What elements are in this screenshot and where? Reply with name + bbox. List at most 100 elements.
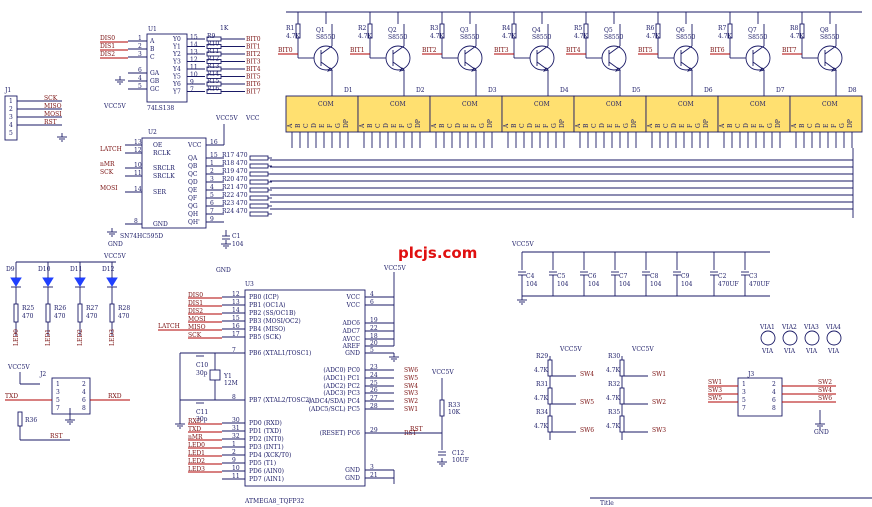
u2-pin-number: 3 (210, 176, 214, 183)
digit-com-label: COM (678, 101, 694, 108)
segment-pin-label: F (615, 124, 622, 128)
u3-right-net: SW3 (404, 390, 418, 397)
segment-pin-label: C (375, 123, 382, 128)
u3-right-net: SW6 (404, 367, 418, 374)
segment-pin-label: E (319, 124, 326, 128)
digit-ref: D5 (632, 87, 641, 94)
led-ref: D9 (6, 266, 15, 273)
segment-pin-label: G (479, 123, 486, 128)
segment-pin-label: D (743, 123, 750, 128)
segment-pin-label: F (399, 124, 406, 128)
u2-pin-number: 1 (210, 160, 214, 167)
key-resistor-val: 4.7K (534, 423, 549, 430)
cap-val: 104 (681, 281, 693, 288)
led-resistor-ref: R25 (22, 305, 34, 312)
u2-net: nMR (100, 161, 115, 168)
digit-box (573, 95, 647, 133)
u1-output-pin: Y1 (172, 44, 181, 51)
u2-pin-number: 9 (210, 216, 214, 223)
digit-ref: D3 (488, 87, 497, 94)
segment-pin-label: DP (703, 119, 710, 128)
segment-pin-label: B (295, 123, 302, 128)
segment-pin-label: F (471, 124, 478, 128)
u2-pin-number: 7 (210, 208, 214, 215)
u3-pin-number: 20 (370, 340, 378, 347)
u2-left-pin: RCLK (153, 150, 171, 157)
transistor-emitter (392, 45, 405, 55)
u1-input-pin: B (150, 46, 155, 53)
u2-pin-number: 15 (210, 152, 218, 159)
u1-output-net: BIT3 (246, 59, 261, 66)
transistor-body (529, 45, 555, 71)
u1-output-net: BIT4 (246, 66, 261, 73)
u2-right-pin: QH (188, 211, 198, 218)
reset-cap-val: 10UF (452, 457, 469, 464)
u1-output-pin: Y3 (172, 59, 181, 66)
digit-com-label: COM (750, 101, 766, 108)
reset-net: RST (410, 426, 423, 433)
crystal (209, 369, 221, 381)
segment-pin-label: C (807, 123, 814, 128)
u3-left-pin: PD2 (INT0) (249, 436, 284, 443)
c1-gnd: GND (216, 267, 231, 274)
cap-val: 104 (588, 281, 600, 288)
resistor (45, 303, 51, 323)
j1-net: RST (44, 119, 57, 126)
segment-pin-label: G (695, 123, 702, 128)
via-label: VIA (783, 348, 796, 355)
key-sw-net: SW3 (652, 427, 666, 434)
digit-box (357, 95, 431, 133)
u2-resistor (249, 171, 269, 177)
led-net: LED0 (13, 329, 20, 346)
u2-pin-number: 13 (134, 139, 142, 146)
cap-ref: C2 (718, 273, 727, 280)
j3-right-net: SW4 (818, 387, 832, 394)
u1-pin-number: 9 (190, 79, 194, 86)
transistor-body (673, 45, 699, 71)
crystal-val: 12M (224, 380, 238, 387)
reset-resistor-val: 10K (448, 409, 461, 416)
j3-pin: 7 (742, 405, 746, 412)
u3-left-pin: PB6 (XTAL1/TOSC1) (249, 350, 311, 357)
via-circle (782, 330, 798, 346)
segment-pin-label: F (687, 124, 694, 128)
transistor-body (601, 45, 627, 71)
transistor-model: S8550 (604, 34, 624, 41)
u1-resistor-ref: R9 (207, 33, 216, 40)
u1-body (146, 33, 188, 103)
u2-resistor-label: R21 470 (222, 184, 248, 191)
led-resistor-val: 470 (54, 313, 66, 320)
segment-pin-label: C (663, 123, 670, 128)
u1-resistor-ref: R12 (207, 56, 219, 63)
segment-pin-label: D (527, 123, 534, 128)
u3-left-net: MOSI (188, 316, 206, 323)
transistor-ref: Q3 (460, 27, 469, 34)
via-circle (760, 330, 776, 346)
u3-left-pin: PB0 (ICP) (249, 294, 279, 301)
u2-resistor-label: R19 470 (222, 168, 248, 175)
segment-pin-label: D (599, 123, 606, 128)
led-vcc: VCC5V (103, 253, 126, 260)
segment-pin-label: B (367, 123, 374, 128)
u1-resistor-ref: R16 (207, 86, 219, 93)
cap-val: 104 (650, 281, 662, 288)
segment-pin-label: F (831, 124, 838, 128)
u3-right-pin: (ADC0) PC0 (323, 367, 360, 374)
u3-pin-number: 32 (232, 433, 240, 440)
u3-right-net: SW1 (404, 406, 418, 413)
resistor (547, 359, 553, 377)
segment-pin-label: C (591, 123, 598, 128)
u2-ref: U2 (148, 129, 157, 136)
resistor-ref: R1 (286, 25, 294, 32)
bit-net-label: BIT6 (710, 47, 725, 54)
u3-left-net: LED0 (188, 442, 205, 449)
cap-ref: C5 (557, 273, 566, 280)
led-net: LED1 (45, 329, 52, 346)
segment-pin-label: D (671, 123, 678, 128)
u2-pin-number: 14 (134, 186, 142, 193)
transistor-arrow (326, 67, 333, 72)
u1-output-pin: Y2 (172, 51, 181, 58)
u1-rn-label: 1K (220, 25, 229, 32)
u2-resistor-label: R23 470 (222, 200, 248, 207)
transistor-model: S8550 (460, 34, 480, 41)
